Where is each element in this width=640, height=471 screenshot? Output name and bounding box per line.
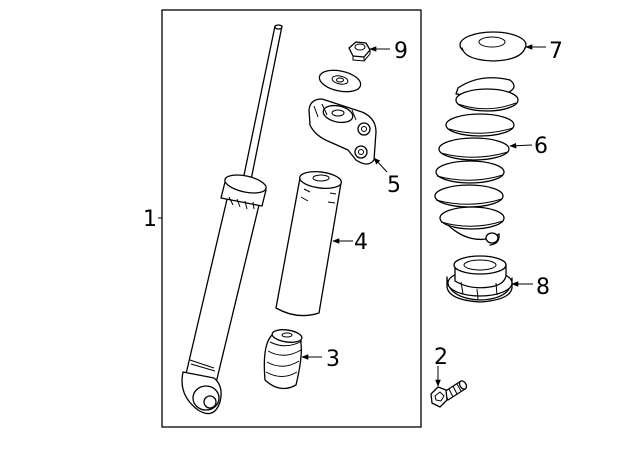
callout-4: 4 <box>354 230 368 255</box>
callout-3: 3 <box>326 347 340 372</box>
upper-mount <box>308 98 377 165</box>
callout-1: 1 <box>143 207 157 232</box>
callout-5: 5 <box>387 173 401 198</box>
callout-2: 2 <box>434 345 448 370</box>
nut <box>348 41 371 62</box>
washer <box>318 69 362 93</box>
callout-7: 7 <box>549 39 563 64</box>
shock-absorber <box>181 24 283 415</box>
dust-boot <box>275 171 343 317</box>
upper-spring-seat <box>459 31 527 62</box>
bolt <box>430 380 468 408</box>
leader-lines <box>158 44 546 387</box>
callout-6: 6 <box>534 134 548 159</box>
bump-stop <box>263 329 303 390</box>
lower-spring-seat <box>446 255 513 303</box>
callout-8: 8 <box>536 275 550 300</box>
coil-spring <box>434 77 519 246</box>
callout-9: 9 <box>394 39 408 64</box>
